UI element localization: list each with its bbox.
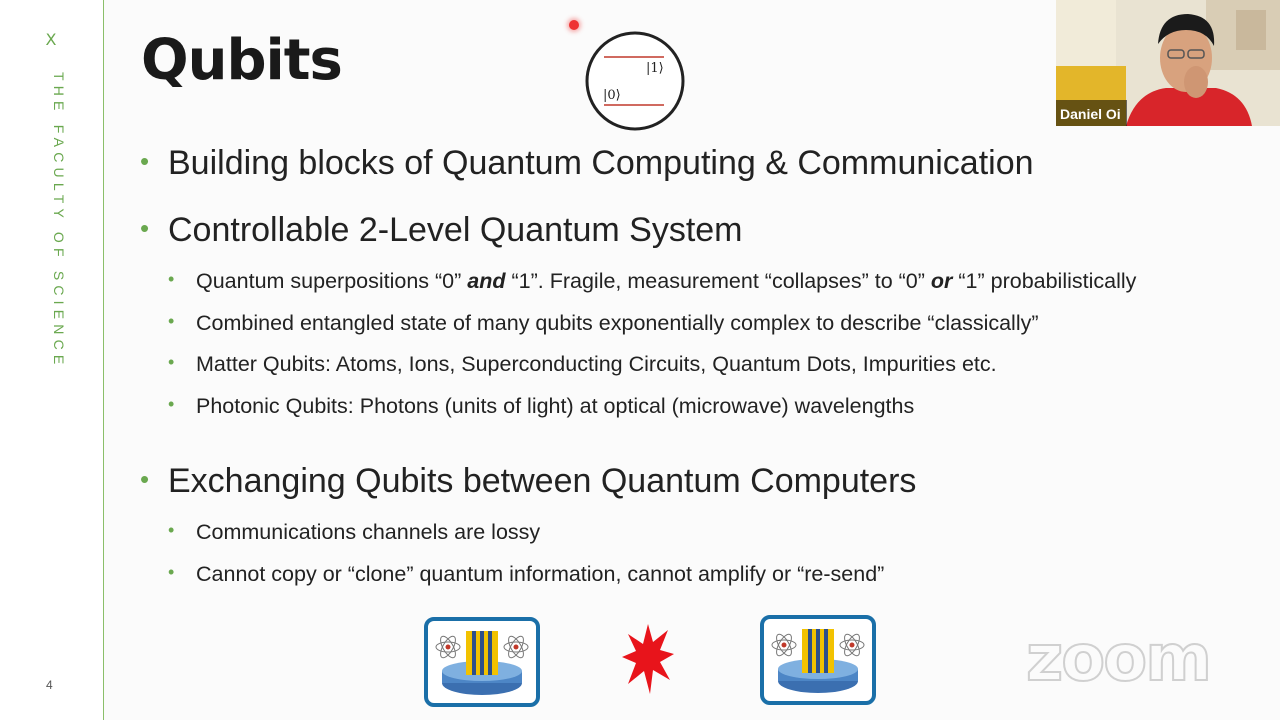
bullet-dot-icon: • xyxy=(140,213,150,243)
bullet-dot-icon: • xyxy=(140,464,150,494)
emphasis-and: and xyxy=(467,269,506,293)
bullet-dot-icon: • xyxy=(168,352,175,372)
bullet-dot-icon: • xyxy=(168,311,175,331)
bullet-text: Exchanging Qubits between Quantum Comput… xyxy=(168,462,917,500)
faculty-label: THE FACULTY OF SCIENCE xyxy=(51,72,67,370)
ket-one-label: |1⟩ xyxy=(646,61,664,76)
x-logo-icon: X xyxy=(45,30,57,49)
sub-bullet-text: Photonic Qubits: Photons (units of light… xyxy=(196,394,915,418)
explosion-burst-icon xyxy=(622,624,674,694)
sub-bullet-text: Matter Qubits: Atoms, Ions, Superconduct… xyxy=(196,352,997,376)
participant-name-label: Daniel Oi xyxy=(1056,100,1127,126)
text-fragment: Quantum superpositions “0” xyxy=(196,269,468,293)
emphasis-or: or xyxy=(930,269,953,293)
text-fragment: “1”. Fragile, measurement “collapses” to… xyxy=(505,269,931,293)
bullet-text: Building blocks of Quantum Computing & C… xyxy=(168,144,1034,182)
sub-bullet-text: Combined entangled state of many qubits … xyxy=(196,311,1039,335)
bullet-dot-icon: • xyxy=(168,269,175,289)
bullet-text: Controllable 2-Level Quantum System xyxy=(168,211,743,249)
slide-number: 4 xyxy=(46,678,53,692)
qubit-level-diagram: |1⟩ |0⟩ xyxy=(585,31,685,131)
participant-video-tile[interactable]: Daniel Oi xyxy=(1056,0,1280,126)
laser-pointer-icon xyxy=(569,20,579,30)
slide-sidebar: X THE FACULTY OF SCIENCE 4 xyxy=(0,0,104,720)
bullet-dot-icon: • xyxy=(140,146,150,176)
sub-bullet-text: Cannot copy or “clone” quantum informati… xyxy=(196,562,885,586)
qubit-circle xyxy=(585,31,685,131)
quantum-computer-graphic xyxy=(771,629,865,693)
quantum-computer-icon xyxy=(424,617,540,707)
slide-title: Qubits xyxy=(141,28,343,93)
bullet-dot-icon: • xyxy=(168,562,175,582)
ket-zero-label: |0⟩ xyxy=(603,88,621,103)
text-fragment: “1” probabilistically xyxy=(952,269,1137,293)
bullet-dot-icon: • xyxy=(168,520,175,540)
zoom-watermark-logo: zoom xyxy=(1025,621,1213,697)
quantum-computer-icon xyxy=(760,615,876,705)
quantum-computer-graphic xyxy=(435,631,529,695)
sub-bullet-text: Communications channels are lossy xyxy=(196,520,541,544)
bullet-dot-icon: • xyxy=(168,394,175,414)
sub-bullet-text: Quantum superpositions “0” and “1”. Frag… xyxy=(196,269,1136,294)
